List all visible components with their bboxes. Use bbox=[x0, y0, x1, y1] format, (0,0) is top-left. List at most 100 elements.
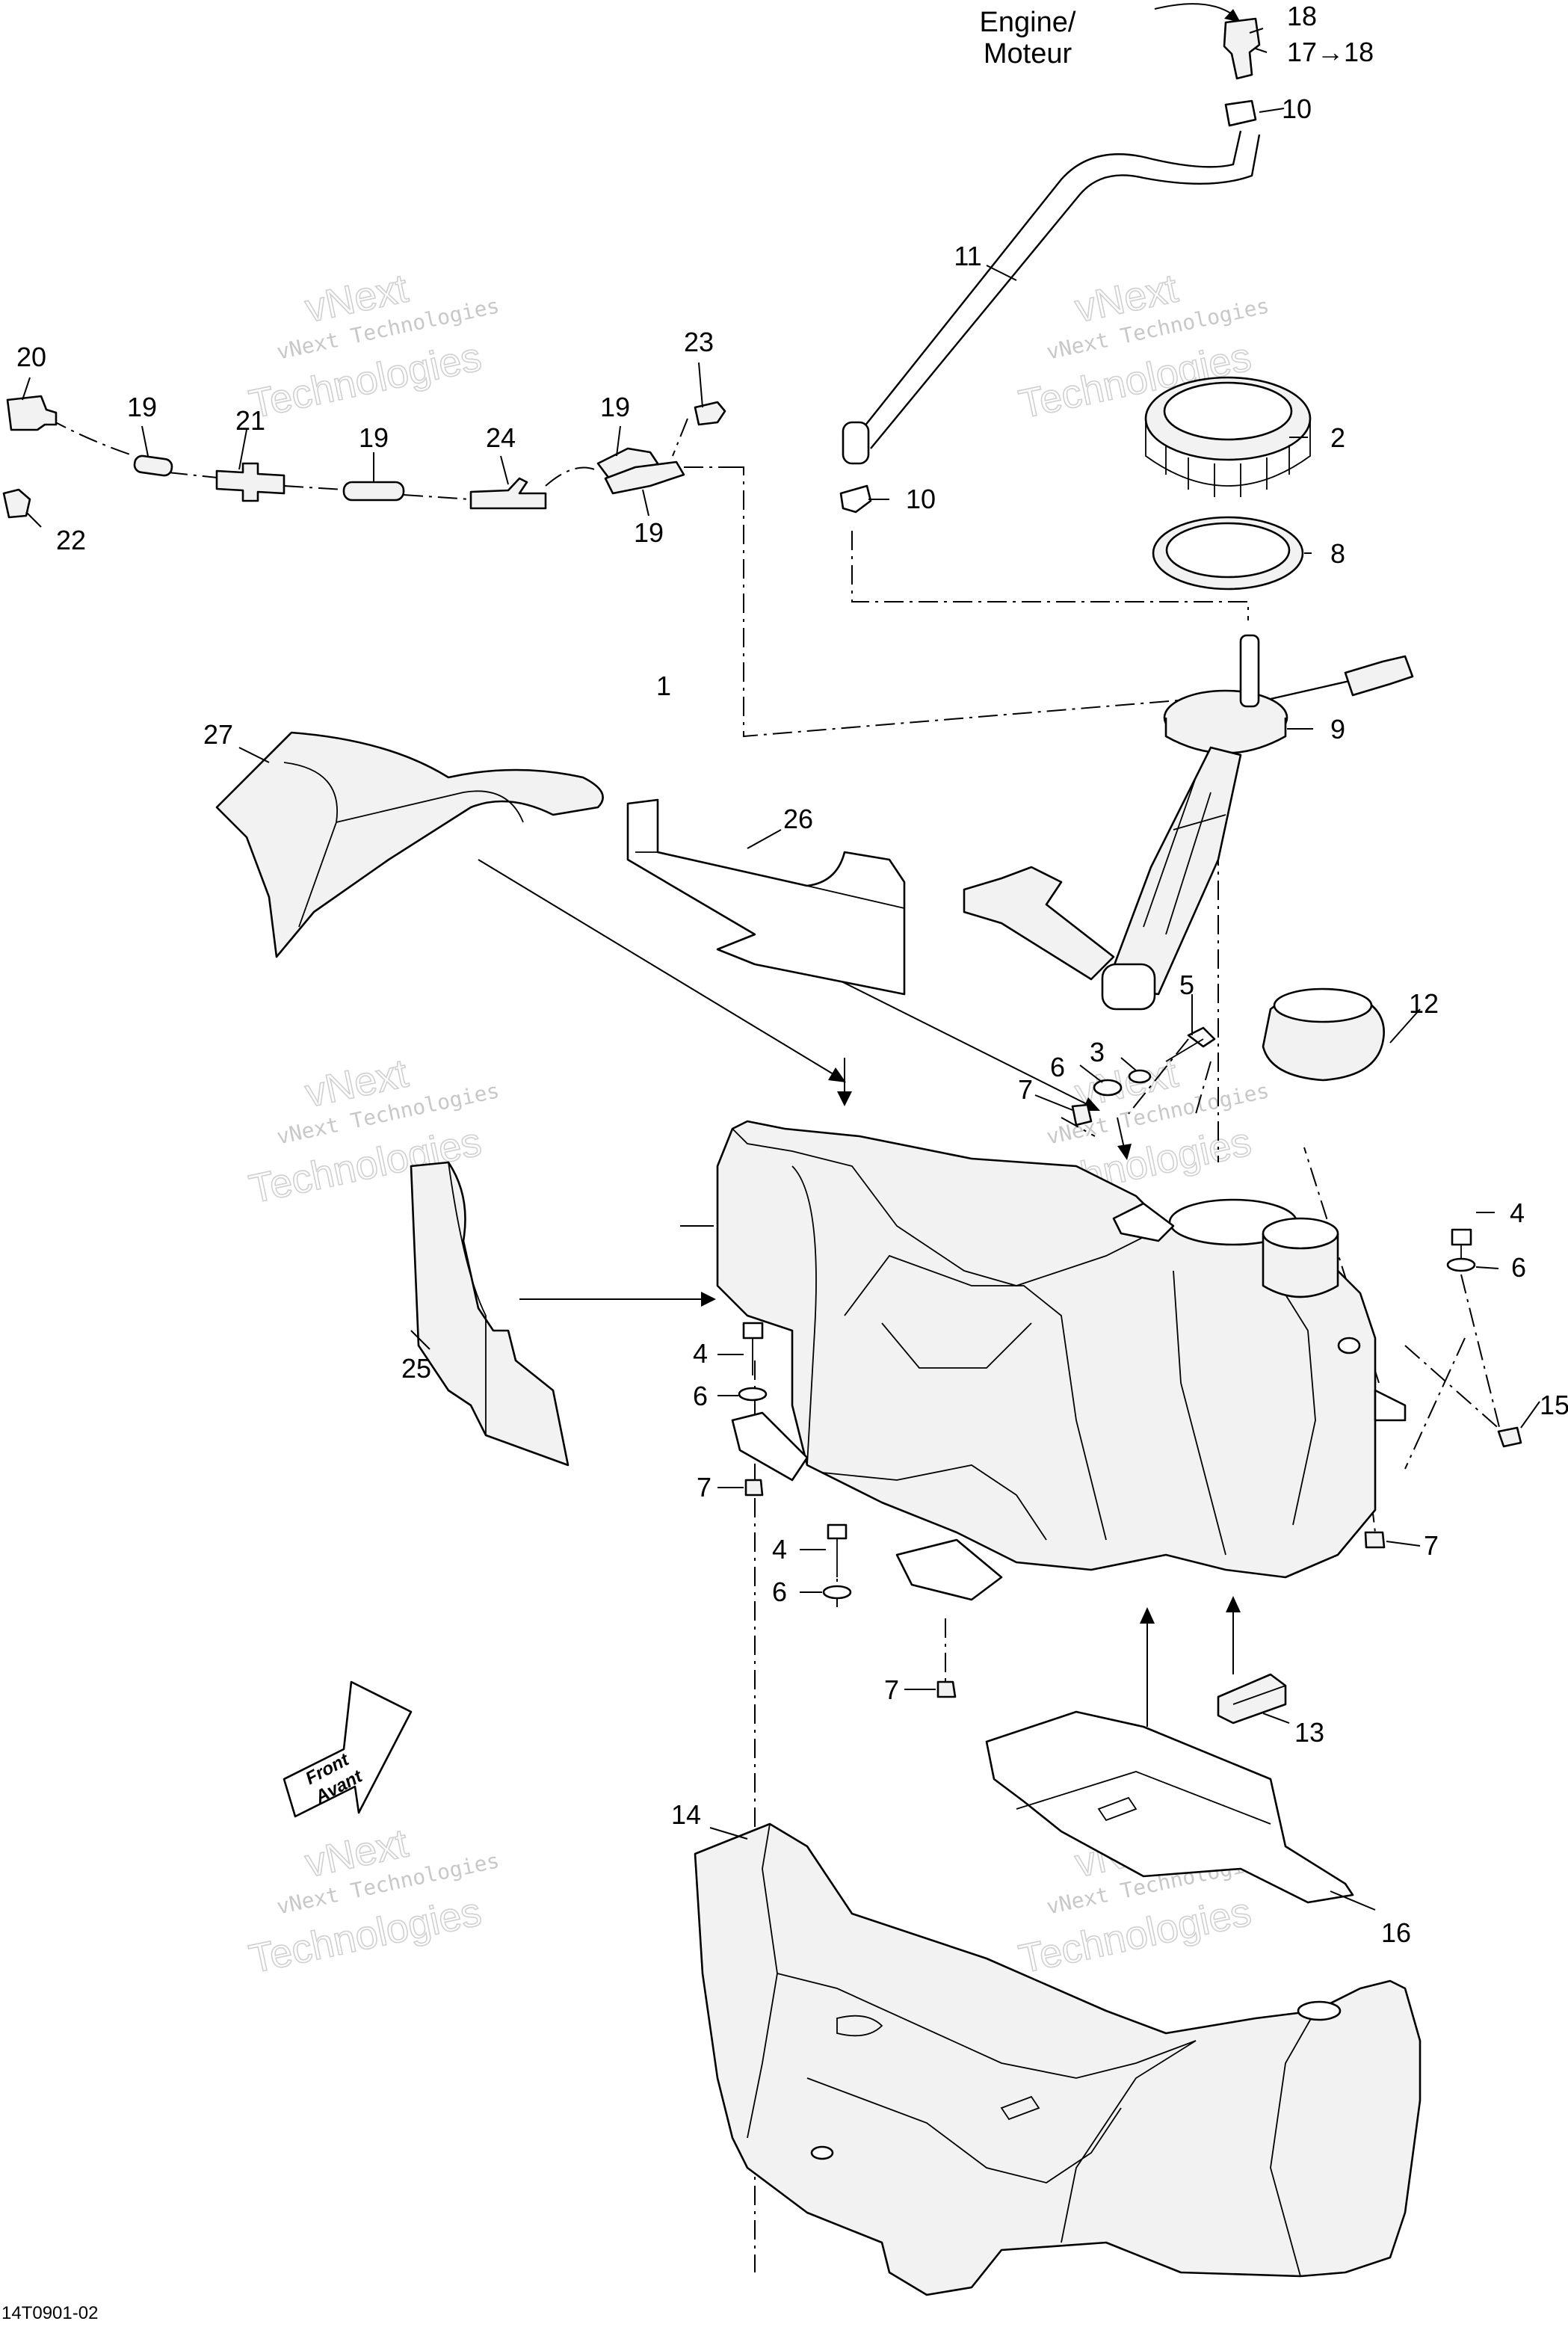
tank-crease bbox=[844, 1254, 1107, 1541]
leader-lines bbox=[22, 28, 1540, 1911]
callout-6-top: 6 bbox=[1050, 1052, 1065, 1082]
callout-19-a: 19 bbox=[127, 392, 157, 422]
shield-outline bbox=[410, 1161, 570, 1467]
spacer-3 bbox=[1128, 1069, 1152, 1084]
tank-grommet bbox=[1337, 1337, 1361, 1354]
skid-grommet bbox=[810, 2145, 834, 2160]
assembly-line bbox=[1195, 1061, 1212, 1115]
pad-detail bbox=[1016, 1771, 1271, 1825]
callout-26: 26 bbox=[783, 804, 813, 834]
leader-line bbox=[1386, 1541, 1421, 1547]
tank-crease bbox=[791, 1165, 817, 1466]
heat-shield-27 bbox=[215, 731, 604, 958]
pump-connector bbox=[1344, 655, 1414, 697]
arrow-line bbox=[1154, 3, 1234, 16]
clamp-10 bbox=[1224, 99, 1257, 127]
leader-line bbox=[1520, 1401, 1540, 1428]
assembly-line bbox=[1460, 1274, 1503, 1440]
shield-crease bbox=[635, 851, 905, 909]
callout-1: 1 bbox=[656, 671, 671, 701]
tank-filler-neck bbox=[1262, 1233, 1339, 1298]
leader-line bbox=[1475, 1266, 1499, 1269]
pump-float-arm bbox=[963, 866, 1115, 981]
ring-side bbox=[1145, 419, 1311, 487]
callout-4-lower: 4 bbox=[772, 1534, 787, 1565]
nut-7 bbox=[1364, 1531, 1386, 1549]
callout-22: 22 bbox=[56, 525, 86, 555]
leader-line bbox=[410, 1330, 430, 1350]
arrowhead bbox=[828, 1067, 846, 1082]
callout-10-lower: 10 bbox=[906, 484, 936, 514]
arrowhead bbox=[701, 1292, 716, 1307]
callout-2: 2 bbox=[1330, 422, 1345, 453]
leader-line bbox=[25, 511, 42, 528]
tank-filler-opening bbox=[1262, 1217, 1339, 1250]
tank-crease bbox=[1173, 1270, 1226, 1556]
clamp-10 bbox=[839, 484, 872, 514]
bolt-4 bbox=[827, 1523, 848, 1540]
connector-17 bbox=[1223, 17, 1261, 80]
pump-detail bbox=[1143, 777, 1226, 935]
assembly-line bbox=[851, 531, 1249, 620]
callout-9: 9 bbox=[1330, 714, 1345, 745]
diagram-code: 14T0901-02 bbox=[1, 2303, 98, 2323]
callout-5: 5 bbox=[1179, 970, 1194, 1000]
hose-end bbox=[842, 421, 870, 465]
locking-ring-2 bbox=[1144, 376, 1312, 497]
nut-7 bbox=[936, 1680, 957, 1698]
pump-body bbox=[1105, 746, 1242, 996]
callout-10-top: 10 bbox=[1282, 93, 1312, 124]
leader-line bbox=[1330, 1890, 1376, 1911]
shield-outline bbox=[215, 731, 604, 958]
callout-16: 16 bbox=[1381, 1917, 1411, 1948]
washer-6 bbox=[738, 1387, 768, 1402]
arrow-line bbox=[478, 859, 838, 1077]
fuel-hose-11 bbox=[839, 17, 1261, 514]
pad-16 bbox=[985, 1710, 1354, 1904]
nut-15 bbox=[1497, 1426, 1522, 1448]
ring-ribs bbox=[1165, 445, 1290, 497]
callout-13: 13 bbox=[1294, 1717, 1324, 1748]
pump-filter bbox=[1101, 963, 1156, 1011]
callout-27: 27 bbox=[203, 719, 233, 750]
callout-19-b: 19 bbox=[359, 422, 389, 453]
watermark: vNext vNext Technologies Technologies bbox=[245, 1820, 501, 1982]
tank-tab bbox=[1112, 1202, 1175, 1242]
callout-3: 3 bbox=[1090, 1037, 1105, 1067]
arrowhead bbox=[1226, 1596, 1241, 1612]
skid-grommet bbox=[1297, 2000, 1342, 2021]
leader-line bbox=[1120, 1057, 1137, 1071]
tank-tab bbox=[731, 1411, 809, 1482]
callout-8: 8 bbox=[1330, 538, 1345, 569]
tee-fitting-24 bbox=[469, 477, 547, 510]
cap-top bbox=[1273, 987, 1373, 1023]
heat-shield-26 bbox=[626, 798, 906, 996]
callout-4-right: 4 bbox=[1510, 1198, 1525, 1228]
gasket-8 bbox=[1152, 516, 1304, 591]
callout-19-c: 19 bbox=[600, 392, 630, 422]
hose-outline bbox=[870, 134, 1261, 449]
tank-crease bbox=[1270, 1270, 1316, 1526]
leader-line bbox=[747, 829, 782, 849]
connector-21 bbox=[215, 462, 285, 502]
bolt-4 bbox=[742, 1322, 764, 1340]
leader-line bbox=[986, 265, 1017, 281]
bolt-shank bbox=[1165, 1038, 1204, 1062]
fuel-cap-12 bbox=[1262, 987, 1385, 1082]
callout-14: 14 bbox=[671, 1799, 701, 1830]
hose-19 bbox=[342, 481, 405, 502]
callout-6-right: 6 bbox=[1511, 1252, 1526, 1283]
callout-6-left: 6 bbox=[693, 1381, 708, 1411]
callout-15: 15 bbox=[1540, 1390, 1568, 1420]
bolt-4 bbox=[1451, 1228, 1472, 1246]
assembly-line bbox=[1061, 1117, 1096, 1137]
fitting-23 bbox=[694, 401, 726, 426]
skid-crease bbox=[777, 1973, 1197, 2079]
tank-tab bbox=[1374, 1389, 1407, 1422]
foam-strip-13 bbox=[1217, 1673, 1287, 1725]
callout-20: 20 bbox=[16, 342, 46, 372]
washer-6 bbox=[1093, 1079, 1123, 1097]
skid-outline bbox=[694, 1822, 1422, 2296]
callout-7-left: 7 bbox=[697, 1472, 712, 1503]
leader-line bbox=[1034, 1094, 1073, 1111]
